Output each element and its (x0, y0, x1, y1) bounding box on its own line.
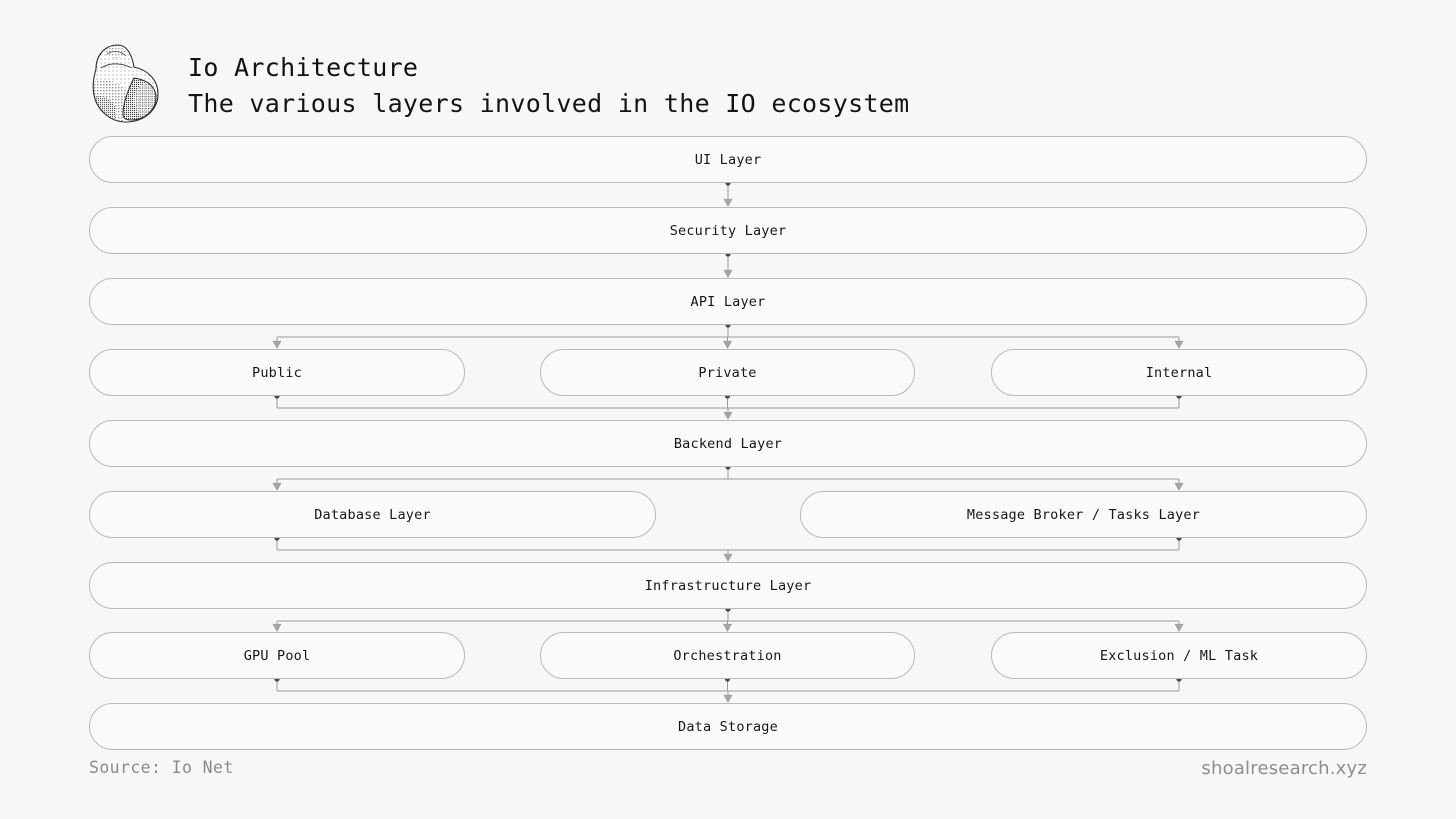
node-label: Internal (1145, 364, 1213, 381)
title-block: Io Architecture The various layers invol… (188, 40, 910, 122)
page-subtitle: The various layers involved in the IO ec… (188, 89, 910, 118)
node-label: Data Storage (678, 718, 778, 735)
node-label: Private (698, 364, 757, 381)
node-api-layer[interactable]: API Layer (89, 278, 1367, 325)
node-label: Infrastructure Layer (644, 577, 812, 594)
node-label: GPU Pool (243, 647, 311, 664)
node-gpu-pool[interactable]: GPU Pool (89, 632, 465, 679)
node-data-storage[interactable]: Data Storage (89, 703, 1367, 750)
node-label: Public (252, 364, 302, 381)
node-label: Database Layer (314, 506, 431, 523)
node-label: Security Layer (669, 222, 787, 239)
header: Io Architecture The various layers invol… (88, 40, 910, 126)
node-label: API Layer (690, 293, 766, 310)
node-security-layer[interactable]: Security Layer (89, 207, 1367, 254)
page-title: Io Architecture (188, 53, 419, 82)
node-database-layer[interactable]: Database Layer (89, 491, 656, 538)
node-label: Backend Layer (673, 435, 783, 452)
node-label: Orchestration (673, 647, 782, 664)
node-exclusion-ml-task[interactable]: Exclusion / ML Task (991, 632, 1367, 679)
source-label: Source: Io Net (89, 758, 234, 777)
node-backend-layer[interactable]: Backend Layer (89, 420, 1367, 467)
node-public[interactable]: Public (89, 349, 465, 396)
node-orchestration[interactable]: Orchestration (540, 632, 915, 679)
watermark-label: shoalresearch.xyz (1201, 758, 1367, 779)
node-label: Message Broker / Tasks Layer (966, 506, 1201, 523)
node-label: Exclusion / ML Task (1099, 647, 1259, 664)
node-internal[interactable]: Internal (991, 349, 1367, 396)
shell-logo-icon (88, 42, 166, 126)
node-private[interactable]: Private (540, 349, 915, 396)
node-ui-layer[interactable]: UI Layer (89, 136, 1367, 183)
node-infrastructure-layer[interactable]: Infrastructure Layer (89, 562, 1367, 609)
node-message-broker-layer[interactable]: Message Broker / Tasks Layer (800, 491, 1367, 538)
node-label: UI Layer (694, 151, 762, 168)
